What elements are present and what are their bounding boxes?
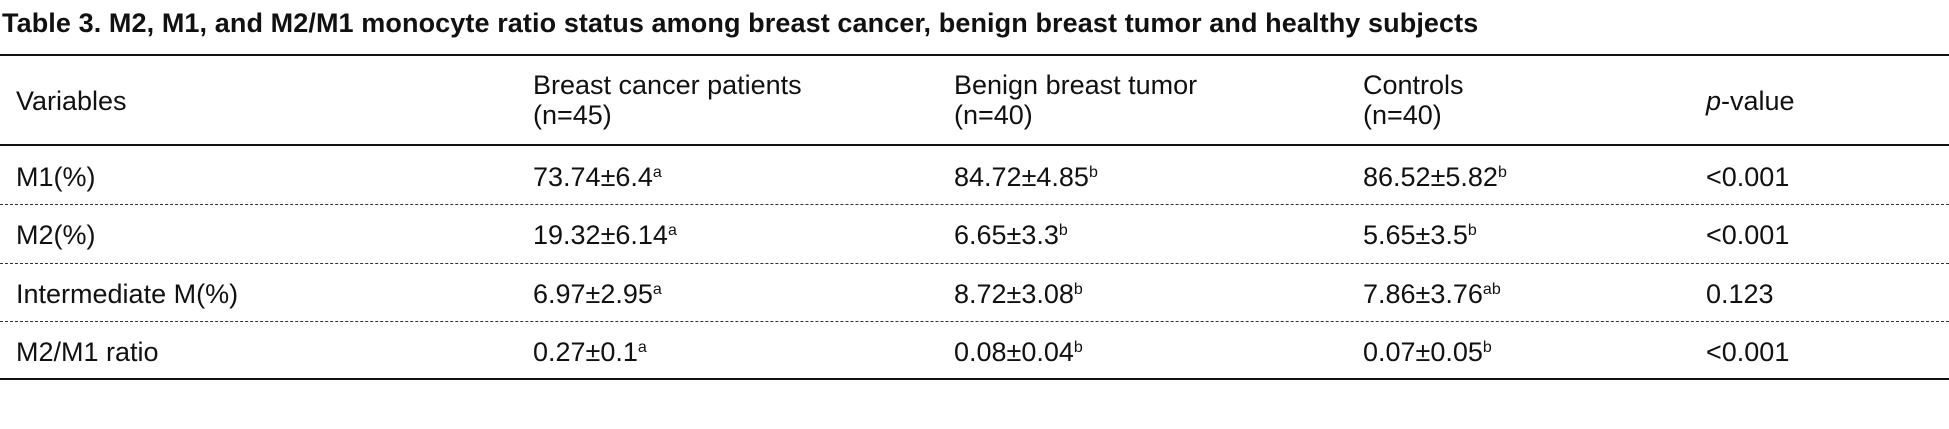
cell-value: 6.97±2.95 [533,279,653,309]
row-m2-controls: 5.65±3.5b [1363,220,1477,250]
row-m1-variable: M1(%) [16,162,96,192]
row-ratio-variable: M2/M1 ratio [16,337,159,367]
cell-value: 7.86±3.76 [1363,279,1483,309]
cell-value: 6.65±3.3 [954,220,1059,250]
cell-sup: a [637,339,647,356]
cell-sup: a [652,281,662,298]
row-m1-controls: 86.52±5.82b [1363,162,1507,192]
cell-value: 0.27±0.1 [533,337,638,367]
table-top-rule [0,54,1949,56]
row-ratio-pvalue: <0.001 [1706,337,1790,367]
header-controls: Controls (n=40) [1363,70,1464,130]
header-breast-cancer-line1: Breast cancer patients [533,70,802,100]
row-m1-breast-cancer: 73.74±6.4a [533,162,662,192]
cell-sup: a [667,222,677,239]
header-benign-line1: Benign breast tumor [954,70,1198,100]
table-header-rule [0,144,1949,146]
cell-sup: a [652,164,662,181]
row-intermediate-controls: 7.86±3.76ab [1363,279,1501,309]
cell-value: 0.07±0.05 [1363,337,1483,367]
row-m2-benign: 6.65±3.3b [954,220,1068,250]
row-intermediate-pvalue: 0.123 [1706,279,1774,309]
cell-sup: b [1482,339,1492,356]
cell-value: 19.32±6.14 [533,220,668,250]
table-caption: Table 3. M2, M1, and M2/M1 monocyte rati… [2,8,1479,38]
header-variables: Variables [16,86,127,116]
cell-sup: ab [1482,281,1501,298]
cell-value: 84.72±4.85 [954,162,1089,192]
cell-sup: b [1073,339,1083,356]
row-ratio-breast-cancer: 0.27±0.1a [533,337,647,367]
header-controls-line2: (n=40) [1363,100,1442,130]
cell-value: 8.72±3.08 [954,279,1074,309]
cell-sup: b [1073,281,1083,298]
cell-value: 73.74±6.4 [533,162,653,192]
row-divider [0,204,1949,205]
row-m2-breast-cancer: 19.32±6.14a [533,220,677,250]
cell-value: 86.52±5.82 [1363,162,1498,192]
row-intermediate-breast-cancer: 6.97±2.95a [533,279,662,309]
header-breast-cancer: Breast cancer patients (n=45) [533,70,802,130]
header-pvalue: p-value [1706,86,1795,116]
row-intermediate-variable: Intermediate M(%) [16,279,239,309]
cell-value: 0.08±0.04 [954,337,1074,367]
header-pvalue-rest: -value [1721,86,1795,116]
cell-sup: b [1467,222,1477,239]
header-benign: Benign breast tumor (n=40) [954,70,1197,130]
header-breast-cancer-line2: (n=45) [533,100,612,130]
cell-value: 5.65±3.5 [1363,220,1468,250]
row-intermediate-benign: 8.72±3.08b [954,279,1083,309]
header-controls-line1: Controls [1363,70,1464,100]
row-ratio-controls: 0.07±0.05b [1363,337,1492,367]
cell-sup: b [1497,164,1507,181]
row-m2-pvalue: <0.001 [1706,220,1790,250]
row-m2-variable: M2(%) [16,220,96,250]
row-m1-benign: 84.72±4.85b [954,162,1098,192]
cell-sup: b [1058,222,1068,239]
row-divider [0,263,1949,264]
table-bottom-rule [0,378,1949,380]
row-divider [0,321,1949,322]
row-m1-pvalue: <0.001 [1706,162,1790,192]
cell-sup: b [1088,164,1098,181]
row-ratio-benign: 0.08±0.04b [954,337,1083,367]
header-benign-line2: (n=40) [954,100,1033,130]
header-pvalue-italic: p [1706,86,1722,116]
